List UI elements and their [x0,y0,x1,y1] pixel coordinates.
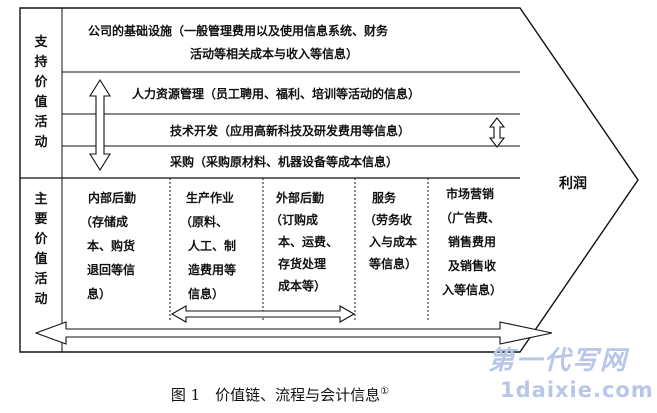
figure-caption-text: 图 1 价值链、流程与会计信息 [170,386,381,404]
figure-caption: 图 1 价值链、流程与会计信息① [0,384,560,405]
inbound-logistics: 内部后勤 （存储成 本、购货 退回等信 息） [80,190,136,301]
short-horizontal-double-arrow [170,305,356,323]
operations: 生产作业 （原料、 人工、制 造费用等 信息） [180,190,236,301]
outbound-logistics: 外部后勤 （订购成 本、运费、 存货处理 成本等） [270,190,338,293]
small-vertical-double-arrow [488,117,506,148]
value-chain-outline [19,7,639,353]
procurement-text: 采购（采购原材料、机器设备等成本信息） [169,154,398,169]
support-label-char-5: 活 [34,114,47,130]
support-label-char-6: 动 [34,135,47,150]
infrastructure-text-line-2: 活动等相关成本与收入等信息） [190,46,358,61]
support-activities-label: 支 持 价 值 活 动 [33,34,48,150]
tech-text: 技术开发（应用高新科技及研发费用等信息） [170,123,410,138]
support-label-char-3: 价 [34,75,48,90]
watermark-logo-text: 第一代写网 [488,346,629,376]
primary-label-char-5: 活 [34,271,47,287]
marketing-line-4: 及销售收 [448,258,496,273]
support-label-char-1: 支 [33,34,48,50]
marketing-line-3: 销售费用 [448,234,496,249]
support-label-char-2: 持 [34,54,47,70]
operations-line-4: 造费用等 [188,262,236,277]
service-line-4: 等信息） [368,256,417,271]
outbound-line-2: （订购成 [270,212,318,227]
service-line-1: 服务 [372,190,397,205]
infrastructure-text-line-1: 公司的基础设施（一般管理费用以及使用信息系统、财务 [88,23,389,38]
outbound-line-3: 本、运费、 [278,234,338,249]
vertical-double-arrow [89,78,111,172]
primary-label-char-4: 值 [34,251,47,267]
primary-label-char-1: 主 [34,191,47,207]
marketing-and-sales: 市场营销 （广告费、 销售费用 及销售收 入等信息） [440,186,502,297]
outbound-line-4: 存货处理 [277,256,326,271]
primary-label-char-6: 动 [34,292,47,307]
service: 服务 （劳务收 入与成本 等信息） [364,190,417,271]
service-line-2: （劳务收 [364,212,412,227]
operations-line-1: 生产作业 [186,190,234,205]
support-label-char-4: 值 [34,94,47,110]
hr-text: 人力资源管理（员工聘用、福利、培训等活动的信息） [132,86,420,101]
figure-caption-footnote: ① [380,386,390,397]
inbound-line-5: 息） [87,286,111,301]
margin-label: 利润 [559,175,587,192]
inbound-line-2: （存储成 [80,214,128,229]
long-horizontal-double-arrow [34,321,553,345]
primary-label-char-3: 价 [34,232,48,247]
service-line-3: 入与成本 [369,234,417,249]
primary-label-char-2: 要 [34,212,47,227]
operations-line-2: （原料、 [180,214,228,229]
outbound-line-1: 外部后勤 [276,190,324,205]
marketing-line-2: （广告费、 [440,210,500,225]
outbound-line-5: 成本等） [278,278,326,293]
primary-activities-label: 主 要 价 值 活 动 [34,191,48,307]
inbound-line-3: 本、购货 [87,238,135,253]
inbound-line-4: 退回等信 [87,262,135,277]
marketing-line-5: 入等信息） [442,282,502,297]
watermark-url: 1daixie.com [500,378,654,402]
operations-line-3: 人工、制 [188,238,236,253]
operations-line-5: 信息） [188,286,224,301]
inbound-line-1: 内部后勤 [88,190,136,205]
marketing-line-1: 市场营销 [446,186,494,201]
